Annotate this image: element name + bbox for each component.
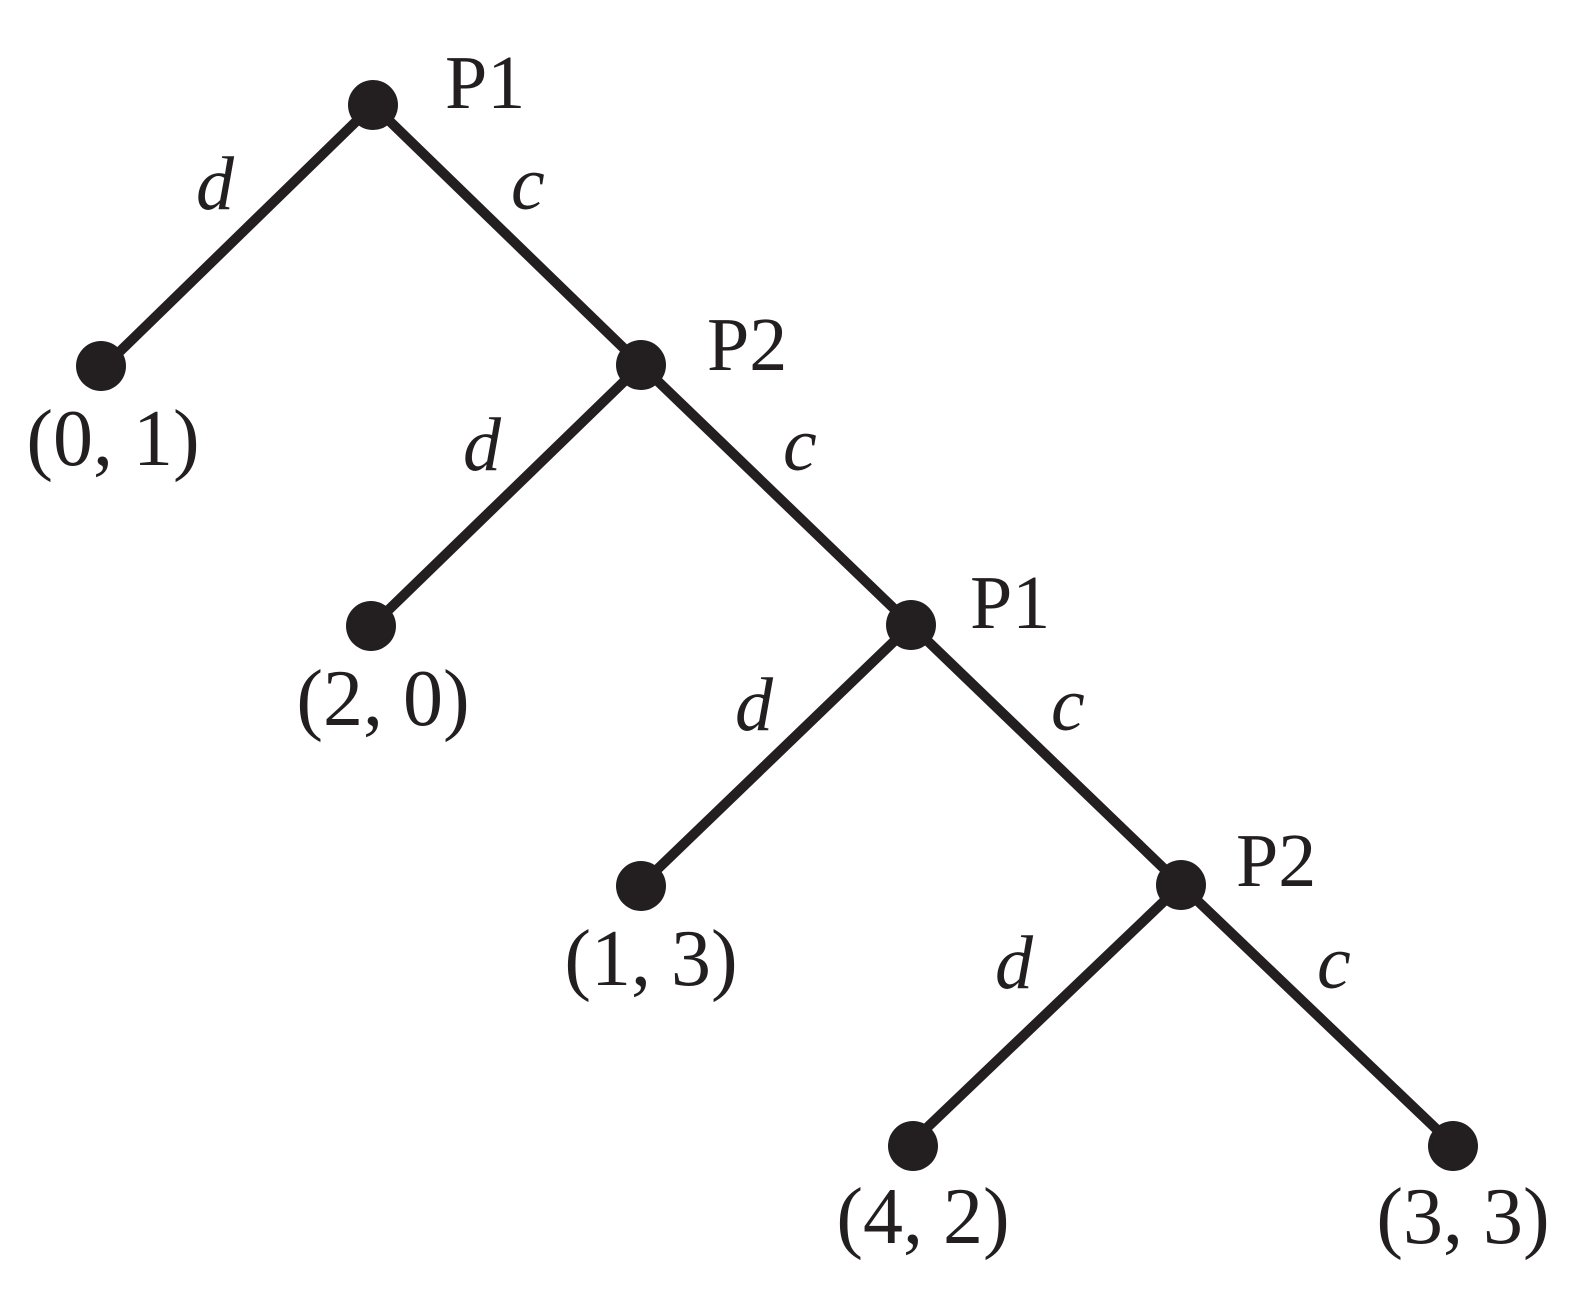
- action-label-n2-continue: c: [783, 403, 817, 487]
- decision-node-n3: [886, 600, 936, 650]
- payoff-label-t3: (1, 3): [564, 915, 737, 1003]
- player-label-n1: P1: [445, 41, 525, 125]
- edge-n4-d: [906, 880, 1186, 1148]
- edges: [101, 100, 1456, 1148]
- edge-n3-c: [906, 620, 1186, 890]
- terminal-node-t1: [76, 341, 126, 391]
- decision-node-n1: [348, 80, 398, 130]
- payoff-labels: (0, 1) (2, 0) (1, 3) (4, 2) (3, 3): [26, 395, 1549, 1261]
- terminal-node-t4: [888, 1121, 938, 1171]
- decision-node-n4: [1156, 860, 1206, 910]
- player-label-n4: P2: [1236, 819, 1316, 903]
- action-label-n3-continue: c: [1051, 663, 1085, 747]
- edge-n2-c: [636, 360, 916, 630]
- action-label-n4-continue: c: [1317, 921, 1351, 1005]
- edge-n4-c: [1176, 880, 1456, 1148]
- terminal-nodes: [76, 341, 1478, 1171]
- action-label-n2-down: d: [463, 403, 502, 487]
- payoff-label-t1: (0, 1): [26, 395, 199, 483]
- decision-node-n2: [616, 340, 666, 390]
- terminal-node-t2: [346, 601, 396, 651]
- player-labels: P1 P2 P1 P2: [445, 41, 1316, 903]
- edge-n3-d: [636, 620, 916, 890]
- action-labels: d c d c d c d c: [196, 142, 1351, 1005]
- player-label-n2: P2: [707, 303, 787, 387]
- action-label-n3-down: d: [735, 663, 774, 747]
- edge-n1-d: [101, 100, 378, 370]
- action-label-n1-continue: c: [511, 142, 545, 226]
- decision-nodes: [348, 80, 1206, 910]
- edge-n1-c: [368, 100, 646, 370]
- action-label-n4-down: d: [995, 921, 1034, 1005]
- payoff-label-t4: (4, 2): [836, 1173, 1009, 1261]
- payoff-label-t5: (3, 3): [1376, 1173, 1549, 1261]
- terminal-node-t3: [616, 861, 666, 911]
- action-label-n1-down: d: [196, 142, 235, 226]
- player-label-n3: P1: [970, 561, 1050, 645]
- terminal-node-t5: [1428, 1121, 1478, 1171]
- edge-n2-d: [368, 360, 646, 630]
- payoff-label-t2: (2, 0): [296, 655, 469, 743]
